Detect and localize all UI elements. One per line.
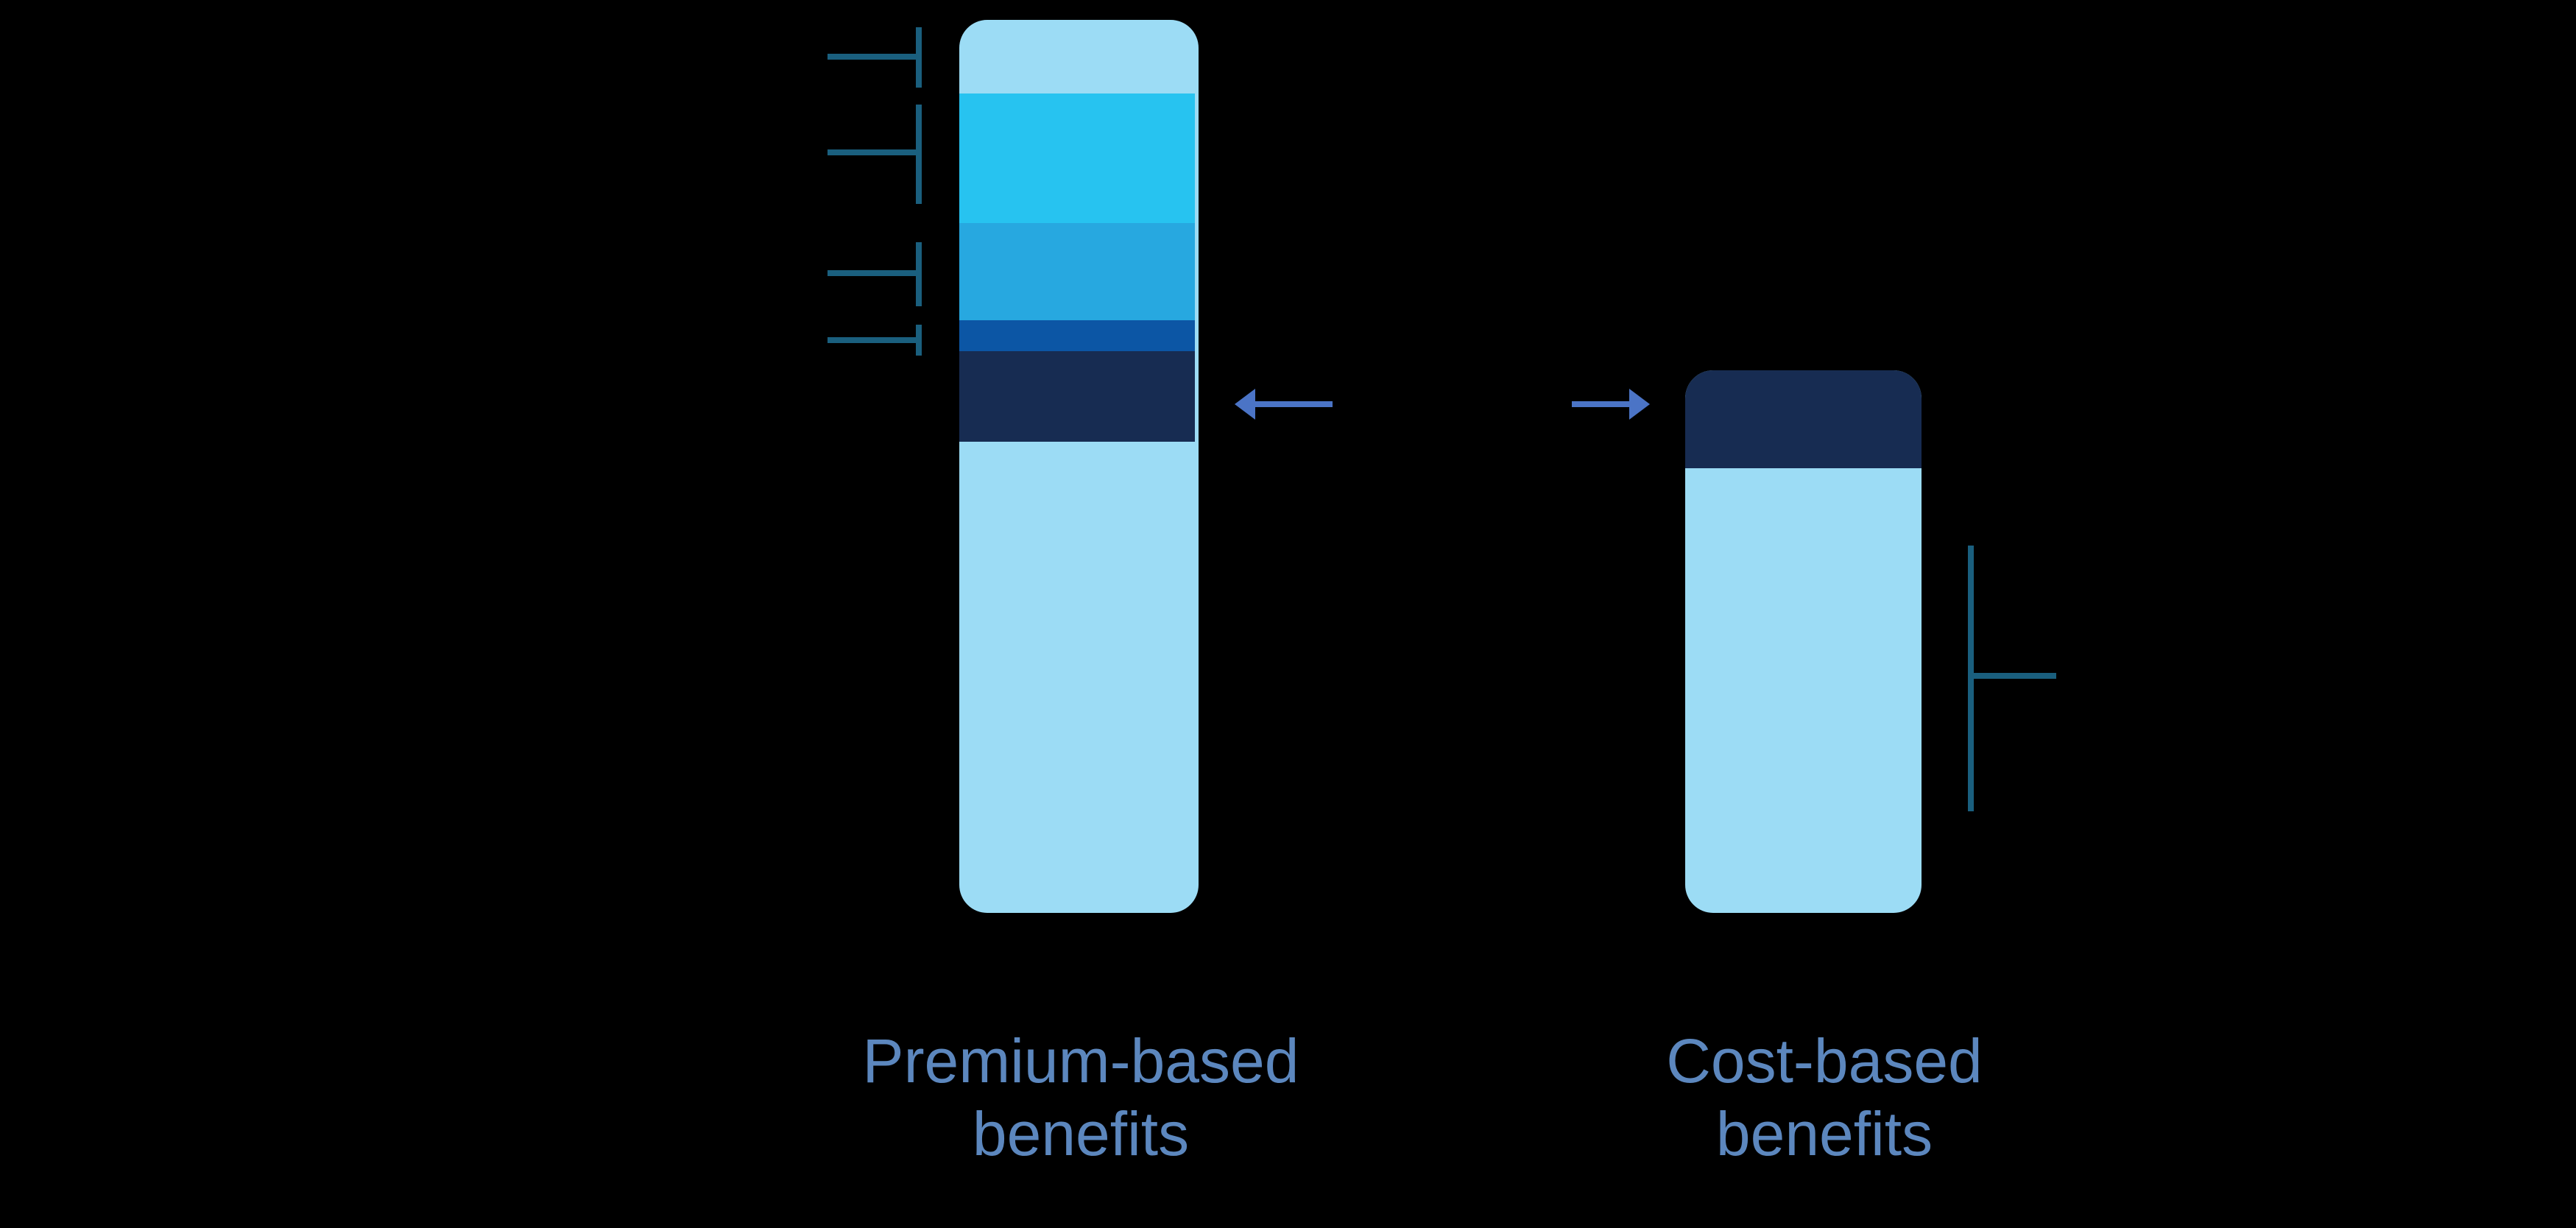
premium-segment-medium bbox=[959, 223, 1195, 320]
cost-segment-navy bbox=[1685, 370, 1922, 468]
premium-bar bbox=[959, 20, 1199, 913]
right-arrow-icon-shaft bbox=[1572, 401, 1629, 407]
premium-segment-navy bbox=[959, 351, 1195, 442]
bracket-premium-4-leader bbox=[828, 337, 922, 343]
bracket-premium-2-leader bbox=[828, 149, 922, 155]
premium-segment-stripe bbox=[959, 320, 1195, 351]
premium-label-line2: benefits bbox=[972, 1099, 1190, 1169]
premium-bar-label: Premium-based benefits bbox=[863, 1025, 1299, 1171]
left-arrow-icon-head bbox=[1235, 389, 1255, 420]
bracket-premium-3-leader bbox=[828, 270, 922, 276]
premium-label-line1: Premium-based bbox=[862, 1026, 1299, 1095]
left-arrow-icon-shaft bbox=[1255, 401, 1333, 407]
cost-bar bbox=[1685, 370, 1922, 913]
cost-bar-label: Cost-based benefits bbox=[1666, 1025, 1983, 1171]
bracket-cost-leader bbox=[1968, 673, 2056, 679]
right-arrow-icon-head bbox=[1629, 389, 1650, 420]
bracket-premium-1-leader bbox=[828, 54, 922, 60]
cost-label-line2: benefits bbox=[1715, 1099, 1933, 1169]
cost-label-line1: Cost-based bbox=[1666, 1026, 1983, 1095]
premium-segment-cyan bbox=[959, 93, 1195, 223]
